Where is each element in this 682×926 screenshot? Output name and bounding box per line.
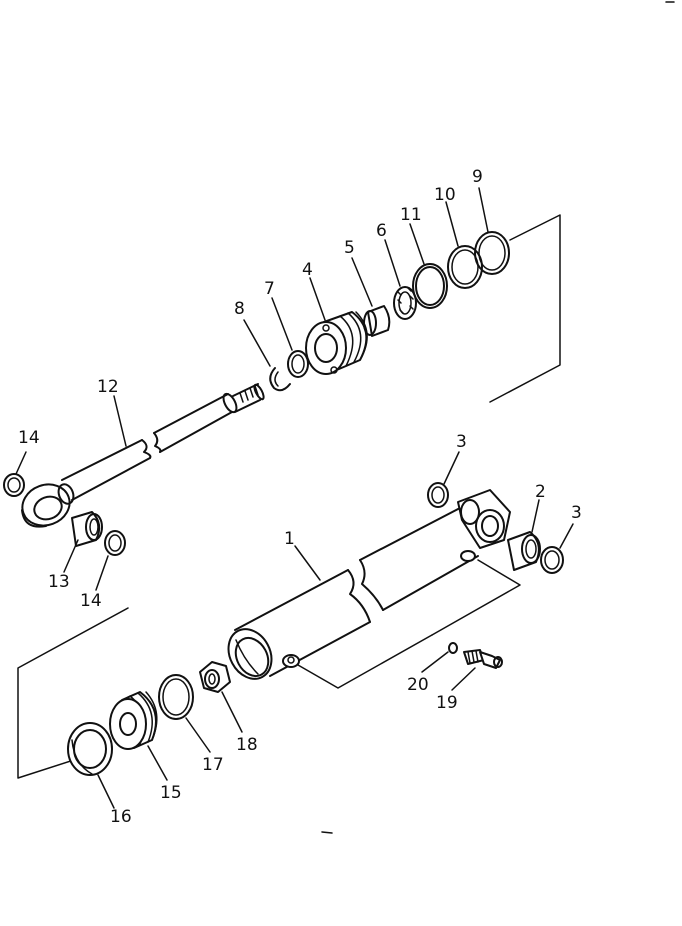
bushing-13 <box>71 511 103 547</box>
label-part-13: 13 <box>48 572 70 592</box>
label-part-8: 8 <box>234 299 245 319</box>
dust-seal-3-right <box>540 546 564 574</box>
label-part-10: 10 <box>434 185 456 205</box>
elbow-fitting-19 <box>463 649 503 669</box>
cylinder-tube <box>227 489 511 680</box>
part-labels: 1 2 3 3 4 5 6 7 8 9 10 11 12 13 14 14 15… <box>18 167 582 827</box>
ring-9 <box>474 231 510 275</box>
label-part-18: 18 <box>236 735 258 755</box>
o-ring-11 <box>412 263 448 309</box>
piston-rod <box>21 383 265 528</box>
label-part-9: 9 <box>472 167 483 187</box>
wear-ring-6 <box>393 286 417 320</box>
label-part-2: 2 <box>535 482 546 502</box>
label-part-6: 6 <box>376 221 387 241</box>
label-part-17: 17 <box>202 755 224 775</box>
leader-lines <box>15 187 574 809</box>
upper-bracket-lines <box>489 214 561 403</box>
bushing-5 <box>363 305 391 337</box>
label-part-19: 19 <box>436 693 458 713</box>
label-part-12: 12 <box>97 377 119 397</box>
ring-17 <box>158 674 194 720</box>
dust-seal-14-lower <box>104 530 126 556</box>
label-part-3-right: 3 <box>571 503 582 523</box>
bushing-2 <box>507 531 541 571</box>
label-part-5: 5 <box>344 238 355 258</box>
snap-ring-8 <box>269 367 291 392</box>
ring-7 <box>287 350 309 378</box>
label-part-11: 11 <box>400 205 422 225</box>
lower-left-bracket-lines <box>17 607 129 779</box>
label-part-7: 7 <box>264 279 275 299</box>
label-part-20: 20 <box>407 675 429 695</box>
label-part-14-lower: 14 <box>80 591 102 611</box>
o-ring-20 <box>448 642 458 654</box>
cylinder-bracket-lines <box>297 559 521 689</box>
label-part-16: 16 <box>110 807 132 827</box>
label-part-4: 4 <box>302 260 313 280</box>
gland-ring-16 <box>67 722 113 776</box>
ring-10 <box>447 245 483 289</box>
label-part-3-upper: 3 <box>456 432 467 452</box>
piston-head-15 <box>109 691 158 750</box>
dust-seal-14-upper <box>3 473 25 497</box>
piston-4 <box>305 311 368 375</box>
label-part-15: 15 <box>160 783 182 803</box>
dust-seal-3-upper <box>427 482 449 508</box>
scan-specks <box>321 1 675 834</box>
label-part-14-upper: 14 <box>18 428 40 448</box>
label-part-1: 1 <box>284 529 295 549</box>
nut-18 <box>199 661 231 693</box>
